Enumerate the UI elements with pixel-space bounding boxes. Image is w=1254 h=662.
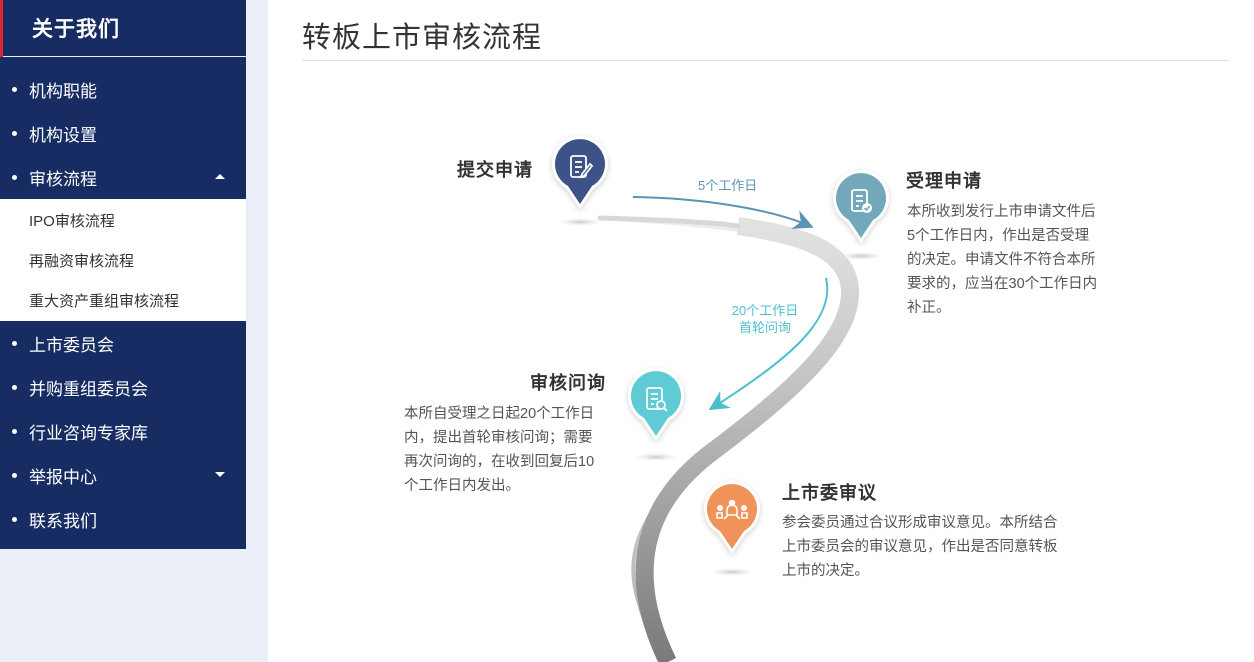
sidebar-item-label: 审核流程 (29, 169, 97, 189)
arrow-submit-to-accept (632, 196, 814, 229)
bullet-icon (12, 174, 17, 180)
sidebar-item-jigou-zhineng[interactable]: 机构职能 (0, 67, 246, 111)
sidebar-item-ma-committee[interactable]: 并购重组委员会 (0, 365, 246, 409)
arrow-label-20-days: 20个工作日 首轮问询 (731, 303, 799, 335)
step-inquiry-description: 本所自受理之日起20个工作日 内，提出首轮审核问询；需要 再次问询的，在收到回复… (404, 406, 595, 494)
sidebar-item-label: 举报中心 (29, 467, 97, 487)
arrow-accept-to-inquiry (708, 277, 829, 411)
bullet-icon (12, 472, 17, 478)
bullet-icon (12, 130, 17, 136)
process-diagram: 提交申请 5个工作日 受理申请 本所收到发行上市申请文件后 5个工作日内，作出是… (268, 0, 1254, 662)
meeting-icon (716, 499, 748, 520)
sidebar-item-label: 上市委员会 (29, 335, 114, 355)
sidebar-menu-lower: 上市委员会 并购重组委员会 行业咨询专家库 举报中心 联系我们 (0, 321, 246, 549)
sidebar-item-report-center[interactable]: 举报中心 (0, 453, 246, 497)
submenu-item-restructuring[interactable]: 重大资产重组审核流程 (29, 292, 180, 310)
chevron-up-icon[interactable] (215, 174, 225, 179)
document-search-icon (646, 387, 668, 412)
arrow-label-5-days: 5个工作日 (698, 178, 758, 193)
sidebar-item-label: 联系我们 (29, 511, 97, 531)
sidebar-item-label: 并购重组委员会 (29, 379, 148, 399)
sidebar-menu: 机构职能 机构设置 审核流程 (0, 57, 246, 199)
road-path (597, 215, 859, 662)
document-edit-icon (570, 155, 594, 179)
pin-accept (833, 169, 889, 243)
sidebar: 关于我们 机构职能 机构设置 审核流程 IPO审核流程 再融资审核流程 重大资产… (0, 0, 246, 549)
sidebar-item-listing-committee[interactable]: 上市委员会 (0, 321, 246, 365)
sidebar-header: 关于我们 (0, 0, 246, 57)
page-title: 转板上市审核流程 (302, 22, 543, 54)
sidebar-item-shenhe-liucheng[interactable]: 审核流程 (0, 155, 246, 199)
bullet-icon (12, 86, 17, 92)
step-submit-title: 提交申请 (457, 160, 533, 180)
sidebar-submenu: IPO审核流程 再融资审核流程 重大资产重组审核流程 (0, 199, 246, 321)
sidebar-item-contact[interactable]: 联系我们 (0, 497, 246, 541)
chevron-down-icon[interactable] (215, 472, 225, 477)
pin-committee (704, 480, 760, 554)
sidebar-accent-bar (0, 0, 3, 57)
bullet-icon (12, 384, 17, 390)
bullet-icon (12, 428, 17, 434)
step-committee-title: 上市委审议 (782, 483, 877, 503)
pin-submit (552, 135, 608, 209)
bullet-icon (12, 340, 17, 346)
sidebar-item-label: 机构设置 (29, 125, 97, 145)
step-committee-description: 参会委员通过合议形成审议意见。本所结合 上市委员会的审议意见，作出是否同意转板 … (782, 515, 1058, 579)
step-inquiry-title: 审核问询 (530, 373, 606, 393)
sidebar-title: 关于我们 (32, 18, 120, 41)
submenu-item-ipo[interactable]: IPO审核流程 (29, 212, 115, 230)
sidebar-item-label: 行业咨询专家库 (29, 423, 148, 443)
step-accept-title: 受理申请 (906, 171, 982, 191)
bullet-icon (12, 516, 17, 522)
sidebar-item-expert-pool[interactable]: 行业咨询专家库 (0, 409, 246, 453)
sidebar-item-label: 机构职能 (29, 81, 97, 101)
main-content: 转板上市审核流程 (268, 0, 1254, 662)
sidebar-item-jigou-shezhi[interactable]: 机构设置 (0, 111, 246, 155)
step-accept-description: 本所收到发行上市申请文件后 5个工作日内，作出是否受理 的决定。申请文件不符合本… (907, 204, 1098, 316)
pin-inquiry (628, 367, 684, 441)
title-divider (302, 60, 1229, 61)
submenu-item-refinancing[interactable]: 再融资审核流程 (29, 252, 135, 270)
document-check-icon (851, 189, 872, 213)
